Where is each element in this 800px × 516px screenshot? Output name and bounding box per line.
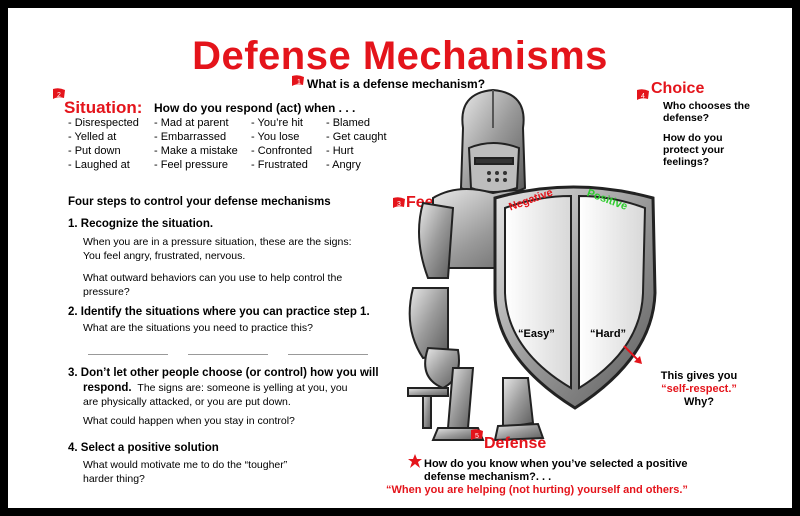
answer-blank[interactable] bbox=[88, 354, 168, 355]
list-item: - Frustrated bbox=[251, 159, 308, 171]
list-item: - Angry bbox=[326, 159, 361, 171]
self-respect-note: This gives you “self-respect.” Why? bbox=[660, 370, 738, 408]
list-item: - Embarrassed bbox=[154, 131, 227, 143]
step-3-question: What could happen when you stay in contr… bbox=[83, 415, 295, 427]
step-3-signs: respond. The signs are: someone is yelli… bbox=[83, 382, 348, 408]
situation-column-3: - You’re hit - You lose - Confronted - F… bbox=[251, 116, 312, 172]
svg-text:4: 4 bbox=[641, 93, 645, 100]
list-item: - Confronted bbox=[251, 145, 313, 157]
flag-badge-1: 1 bbox=[291, 74, 305, 92]
left-foot bbox=[431, 427, 485, 441]
list-item: - Blamed bbox=[326, 117, 371, 129]
flag-badge-4: 4 bbox=[636, 88, 650, 106]
helmet bbox=[459, 88, 527, 197]
svg-text:3: 3 bbox=[397, 201, 401, 208]
list-item: - Get caught bbox=[326, 131, 387, 143]
list-item: - Feel pressure bbox=[154, 159, 228, 171]
shield-hard-label: “Hard” bbox=[590, 328, 627, 340]
answer-blank[interactable] bbox=[188, 354, 268, 355]
flag-badge-3: 3 bbox=[392, 196, 406, 214]
step-1-question: What outward behaviors can you use to he… bbox=[83, 272, 343, 298]
what-is-question: What is a defense mechanism? bbox=[307, 77, 486, 91]
answer-blank[interactable] bbox=[288, 354, 368, 355]
star-icon bbox=[408, 454, 422, 468]
defense-answer: “When you are helping (not hurting) your… bbox=[386, 484, 688, 496]
svg-text:5: 5 bbox=[475, 433, 479, 440]
list-item: - You lose bbox=[251, 131, 300, 143]
step-2-question: What are the situations you need to prac… bbox=[83, 322, 313, 334]
step-1-signs: When you are in a pressure situation, th… bbox=[83, 236, 352, 262]
step-2-title: 2. Identify the situations where you can… bbox=[68, 306, 370, 318]
list-item: - Yelled at bbox=[68, 131, 117, 143]
situation-column-4: - Blamed - Get caught - Hurt - Angry bbox=[326, 116, 387, 172]
list-item: - Make a mistake bbox=[154, 145, 238, 157]
flag-badge-2: 2 bbox=[52, 87, 66, 105]
flag-badge-5: 5 bbox=[470, 428, 484, 446]
shield-easy-label: “Easy” bbox=[518, 328, 555, 340]
choice-heading: Choice bbox=[651, 80, 705, 97]
step-4-title: 4. Select a positive solution bbox=[68, 442, 219, 454]
shield bbox=[493, 185, 657, 410]
step-1-title: 1. Recognize the situation. bbox=[68, 218, 214, 230]
situation-heading: Situation: bbox=[64, 98, 143, 117]
sword bbox=[407, 387, 449, 429]
poster: Defense Mechanisms 1 What is a defense m… bbox=[8, 8, 792, 508]
steps-heading: Four steps to control your defense mecha… bbox=[68, 196, 331, 208]
situation-column-1: - Disrespected - Yelled at - Put down - … bbox=[68, 116, 139, 172]
situation-column-2: - Mad at parent - Embarrassed - Make a m… bbox=[154, 116, 238, 172]
arrow-icon bbox=[623, 345, 642, 364]
list-item: - You’re hit bbox=[251, 117, 303, 129]
defense-heading: Defense bbox=[484, 435, 547, 452]
situation-prompt: How do you respond (act) when . . . bbox=[154, 101, 356, 115]
list-item: - Mad at parent bbox=[154, 117, 229, 129]
knight-illustration bbox=[407, 88, 657, 442]
svg-text:2: 2 bbox=[57, 92, 61, 99]
right-foot bbox=[493, 422, 545, 442]
right-leg bbox=[502, 377, 535, 430]
list-item: - Put down bbox=[68, 145, 121, 157]
step-3-title: 3. Don’t let other people choose (or con… bbox=[68, 367, 379, 379]
list-item: - Hurt bbox=[326, 145, 354, 157]
list-item: - Disrespected bbox=[68, 117, 139, 129]
page-title: Defense Mechanisms bbox=[192, 34, 608, 78]
left-pauldron bbox=[418, 201, 455, 279]
left-leg bbox=[446, 367, 475, 429]
step-4-question: What would motivate me to do the “toughe… bbox=[83, 459, 288, 485]
defense-question: How do you know when you’ve selected a p… bbox=[424, 458, 688, 483]
svg-text:1: 1 bbox=[297, 79, 301, 86]
list-item: - Laughed at bbox=[68, 159, 130, 171]
